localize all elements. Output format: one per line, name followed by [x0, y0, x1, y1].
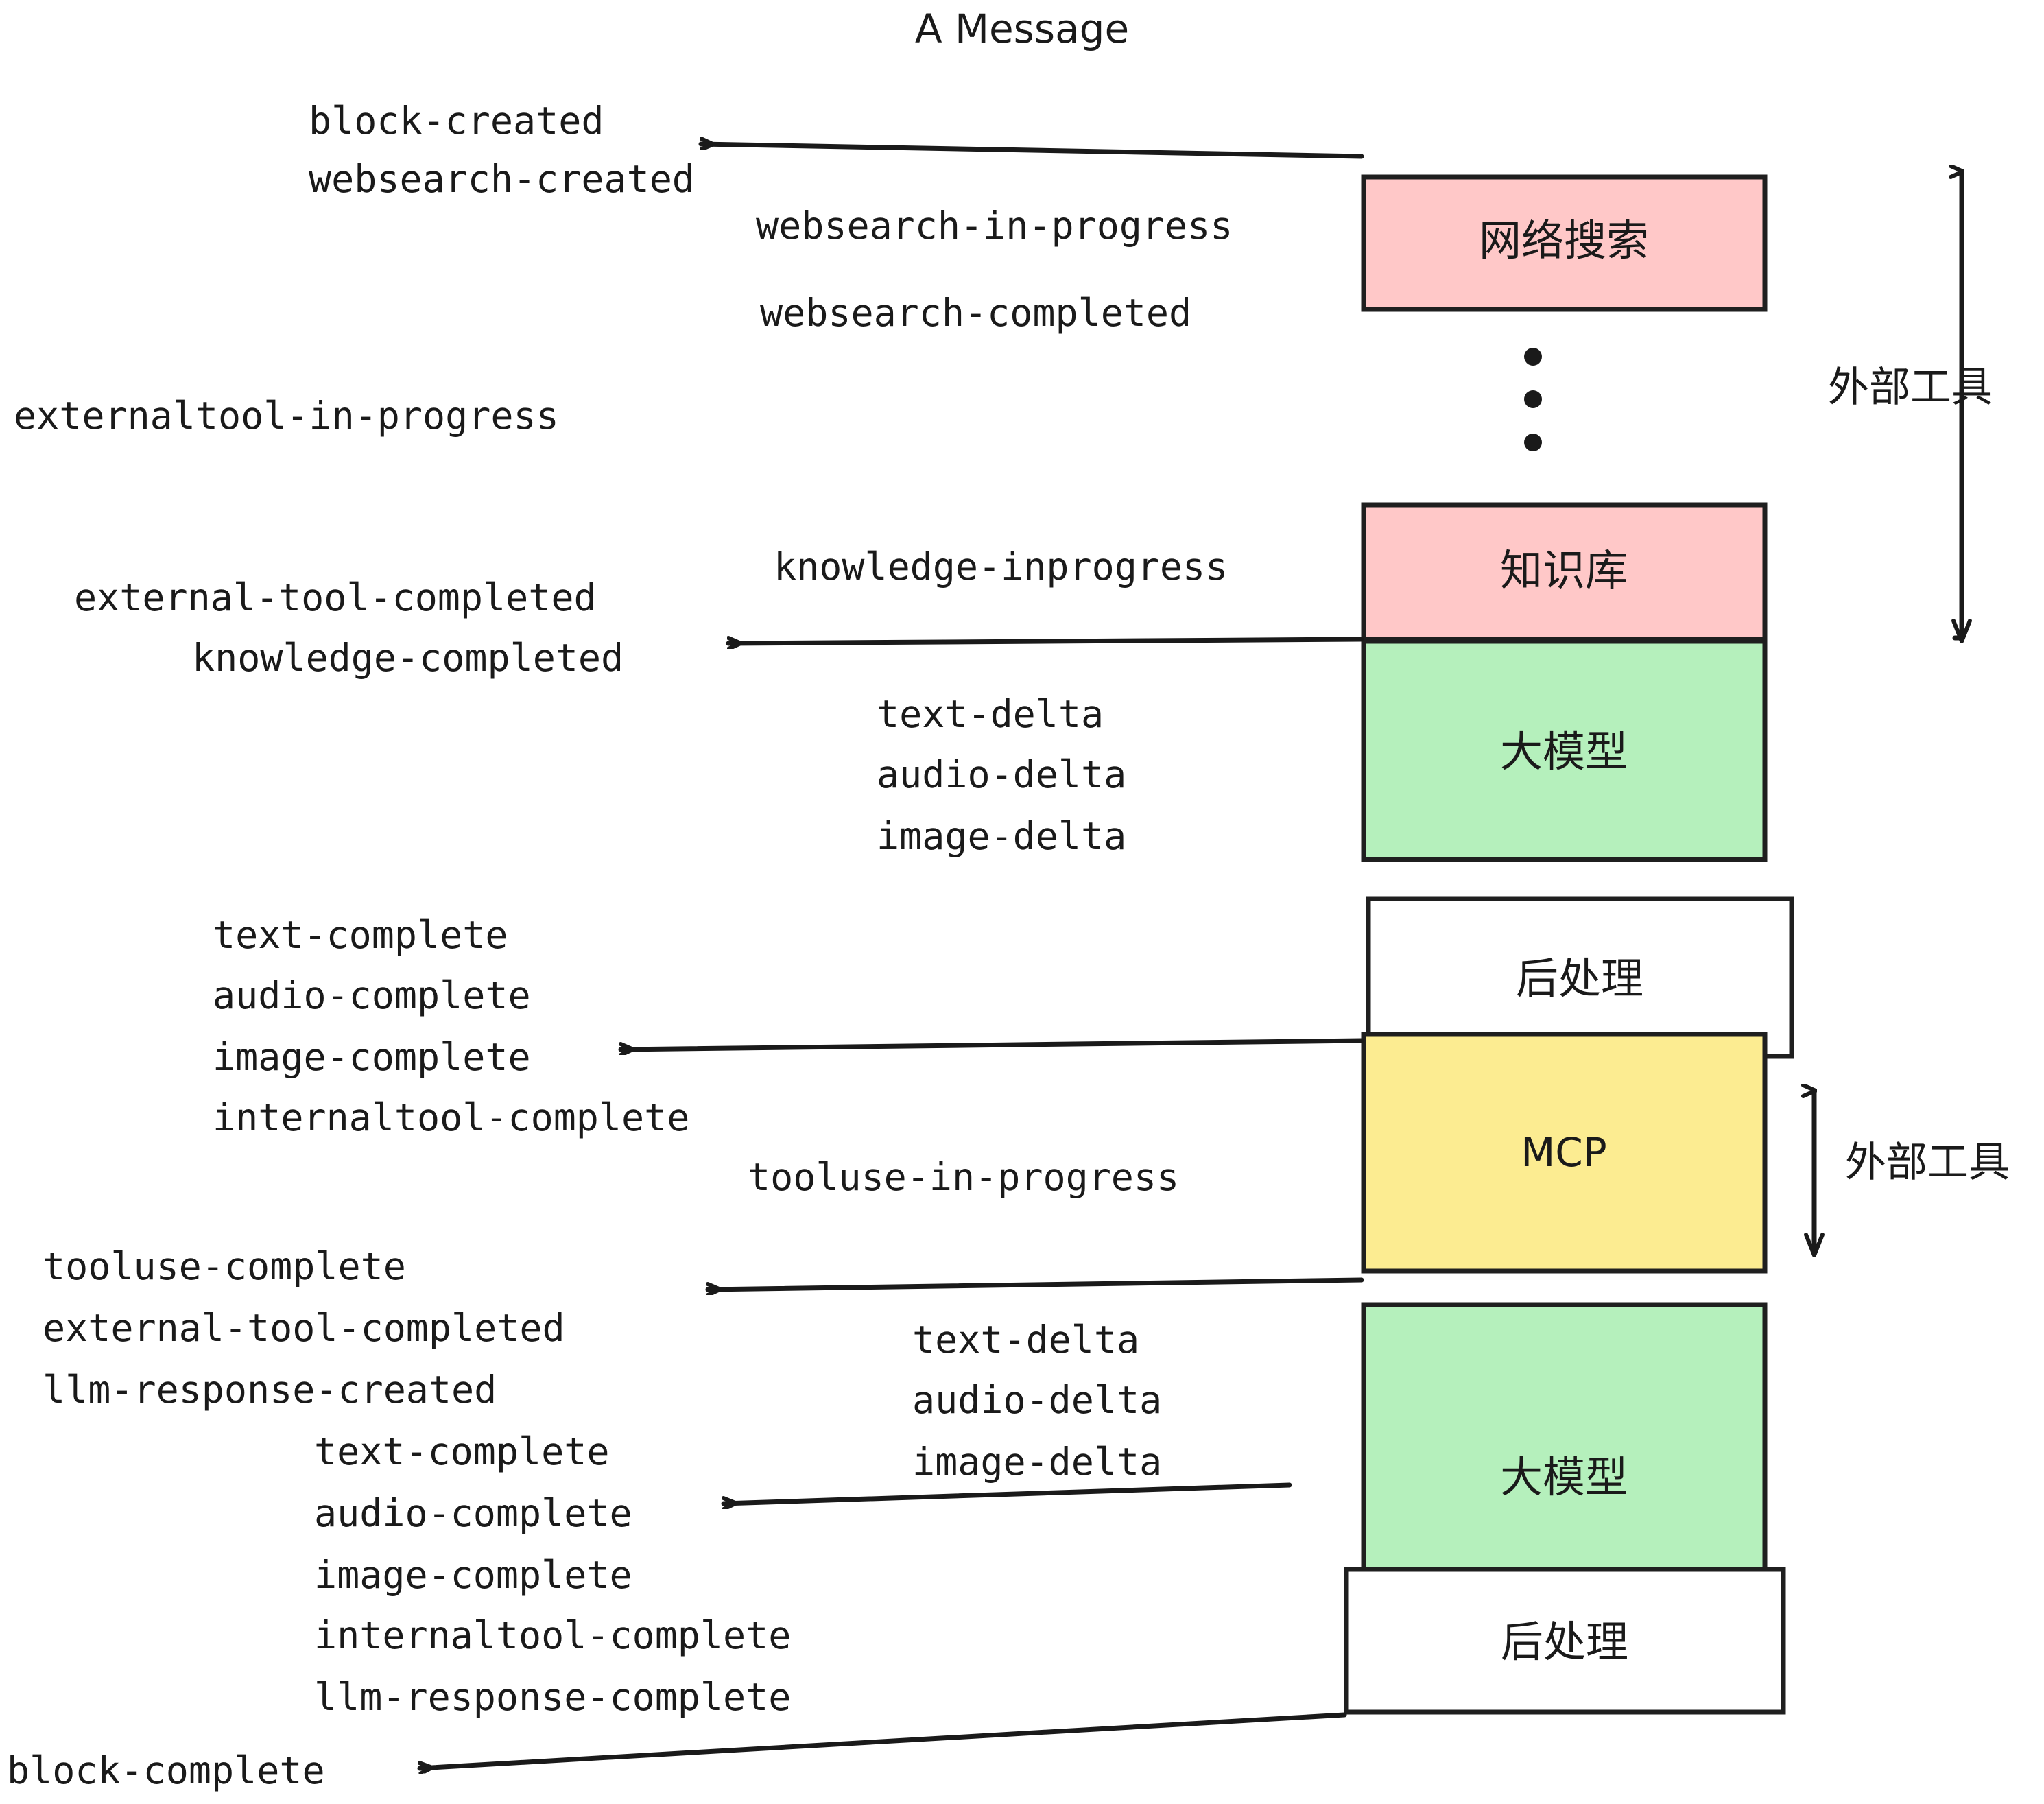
event-label-websearch-in-progress: websearch-in-progress [756, 204, 1233, 248]
event-label-text-delta-1: text-delta [877, 692, 1104, 736]
event-label-externaltool-in-progress: externaltool-in-progress [14, 394, 559, 438]
event-label-external-tool-completed-2: external-tool-completed [43, 1306, 565, 1350]
event-label-audio-complete-2: audio-complete [314, 1491, 632, 1535]
node-mcp[interactable]: MCP [1361, 1032, 1768, 1274]
event-label-audio-delta-2: audio-delta [912, 1378, 1162, 1422]
event-label-external-tool-completed-1: external-tool-completed [74, 575, 597, 619]
node-label-llm-bottom: 大模型 [1500, 1452, 1628, 1502]
arrow-knowledge-to-knowledge-completed [726, 639, 1364, 643]
node-box-websearch[interactable] [1361, 174, 1768, 312]
arrow-mcp-to-tooluse-complete [705, 1277, 1364, 1290]
external-tools-arrow-top [1953, 171, 1972, 643]
event-label-image-delta-1: image-delta [877, 814, 1126, 858]
node-llm-top[interactable]: 大模型 [1361, 639, 1768, 862]
event-label-image-delta-2: image-delta [912, 1440, 1162, 1484]
event-label-tooluse-in-progress: tooluse-in-progress [748, 1155, 1179, 1199]
event-label-internaltool-complete-1: internaltool-complete [213, 1095, 689, 1139]
node-label-postprocess-bottom: 后处理 [1501, 1617, 1628, 1667]
node-label-mcp: MCP [1521, 1129, 1607, 1176]
event-label-text-delta-2: text-delta [912, 1318, 1139, 1362]
node-label-postprocess-top: 后处理 [1516, 953, 1643, 1004]
event-label-audio-delta-1: audio-delta [877, 752, 1126, 796]
event-label-websearch-created: websearch-created [309, 157, 695, 201]
event-label-text-complete-1: text-complete [213, 913, 508, 957]
side-label-external-tools-top: 外部工具 [1828, 364, 1993, 412]
node-label-websearch: 网络搜索 [1479, 215, 1649, 265]
page-title: A Message [915, 5, 1129, 52]
event-label-knowledge-completed: knowledge-completed [192, 636, 623, 680]
event-label-block-created: block-created [309, 99, 604, 143]
external-tools-arrow-bottom [1806, 1091, 1825, 1257]
event-label-image-complete-2: image-complete [314, 1553, 632, 1597]
node-websearch[interactable]: 网络搜索 [1361, 174, 1768, 312]
vertical-ellipsis-icon [1524, 348, 1542, 451]
event-label-tooluse-complete: tooluse-complete [43, 1244, 406, 1288]
event-label-block-complete: block-complete [7, 1748, 325, 1792]
event-label-llm-response-complete: llm-response-complete [314, 1675, 791, 1719]
node-postprocess-bottom[interactable]: 后处理 [1344, 1567, 1786, 1715]
node-box-postprocess-top[interactable] [1366, 896, 1794, 1059]
event-label-llm-response-created: llm-response-created [43, 1368, 497, 1412]
node-postprocess-top[interactable]: 后处理 [1366, 896, 1794, 1059]
node-box-knowledge[interactable] [1361, 502, 1768, 642]
event-label-text-complete-2: text-complete [314, 1429, 609, 1473]
arrow-websearch-to-block-created [698, 144, 1364, 159]
node-label-knowledge: 知识库 [1500, 545, 1628, 595]
arrow-postprocess-to-image-complete [618, 1038, 1364, 1049]
event-label-audio-complete-1: audio-complete [213, 973, 531, 1017]
side-label-external-tools-bottom: 外部工具 [1845, 1139, 2010, 1187]
node-box-postprocess-bottom[interactable] [1344, 1567, 1786, 1715]
event-label-image-complete-1: image-complete [213, 1035, 531, 1079]
node-label-llm-top: 大模型 [1500, 726, 1628, 776]
arrow-llm-to-audio-complete [721, 1482, 1292, 1504]
arrow-postprocess-to-block-complete [417, 1712, 1347, 1768]
event-label-websearch-completed: websearch-completed [760, 291, 1191, 335]
node-box-mcp[interactable] [1361, 1032, 1768, 1274]
node-box-llm-top[interactable] [1361, 639, 1768, 862]
event-label-knowledge-inprogress: knowledge-inprogress [774, 545, 1228, 589]
node-knowledge[interactable]: 知识库 [1361, 502, 1768, 642]
event-label-internaltool-complete-2: internaltool-complete [314, 1613, 791, 1657]
